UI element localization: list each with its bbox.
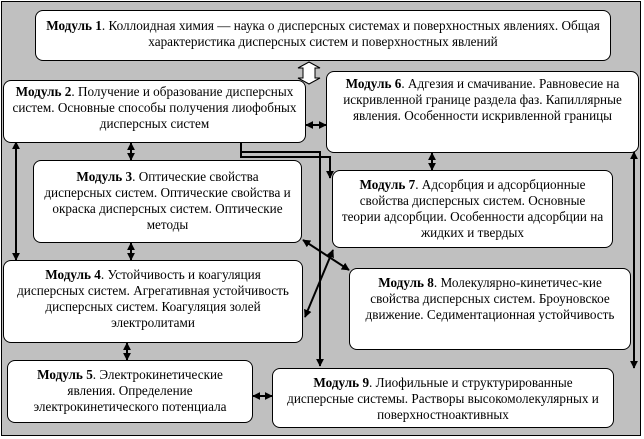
module-5-box: Модуль 5. Электрокинетические явления. О… <box>7 360 253 423</box>
module-9-label: Модуль 9 <box>313 375 370 390</box>
module-7-label: Модуль 7 <box>359 177 416 192</box>
module-6-box: Модуль 6. Адгезия и смачивание. Равновес… <box>326 71 639 153</box>
module-1-label: Модуль 1 <box>46 18 102 33</box>
module-3-text: . Оптические свойства дисперсных систем.… <box>44 169 291 232</box>
module-7-box: Модуль 7. Адсорбция и адсорбционные свой… <box>332 170 613 248</box>
module-9-box: Модуль 9. Лиофильные и структурированные… <box>272 368 614 428</box>
module-5-label: Модуль 5 <box>37 367 93 382</box>
module-4-label: Модуль 4 <box>45 267 101 282</box>
module-2-text: . Получение и образование дисперсных сис… <box>12 84 297 131</box>
module-6-text: . Адгезия и смачивание. Равновесие на ис… <box>343 76 622 123</box>
module-6-label: Модуль 6 <box>345 76 402 91</box>
module-3-box: Модуль 3. Оптические свойства дисперсных… <box>33 160 302 243</box>
arrow-m2-m7 <box>240 152 334 179</box>
module-3-label: Модуль 3 <box>76 169 133 184</box>
module-7-text: . Адсорбция и адсорбционные свойства дис… <box>341 177 604 240</box>
module-8-text: . Молекулярно-кинетичес-кие свойства дис… <box>365 275 615 322</box>
arrow-m4-m7 <box>304 249 334 318</box>
module-2-box: Модуль 2. Получение и образование диспер… <box>3 80 306 143</box>
module-1-text: . Коллоидная химия — наука о дисперсных … <box>101 18 600 49</box>
module-2-label: Модуль 2 <box>15 84 72 99</box>
module-1-box: Модуль 1. Коллоидная химия — наука о дис… <box>35 10 611 61</box>
module-8-label: Модуль 8 <box>378 275 434 290</box>
module-4-text: . Устойчивость и коагуляция дисперсных с… <box>17 267 289 330</box>
module-9-text: . Лиофильные и структурированные дисперс… <box>287 375 599 422</box>
module-8-box: Модуль 8. Молекулярно-кинетичес-кие свой… <box>349 268 631 350</box>
module-5-text: . Электрокинетические явления. Определен… <box>33 367 227 414</box>
module-4-box: Модуль 4. Устойчивость и коагуляция дисп… <box>3 260 303 343</box>
